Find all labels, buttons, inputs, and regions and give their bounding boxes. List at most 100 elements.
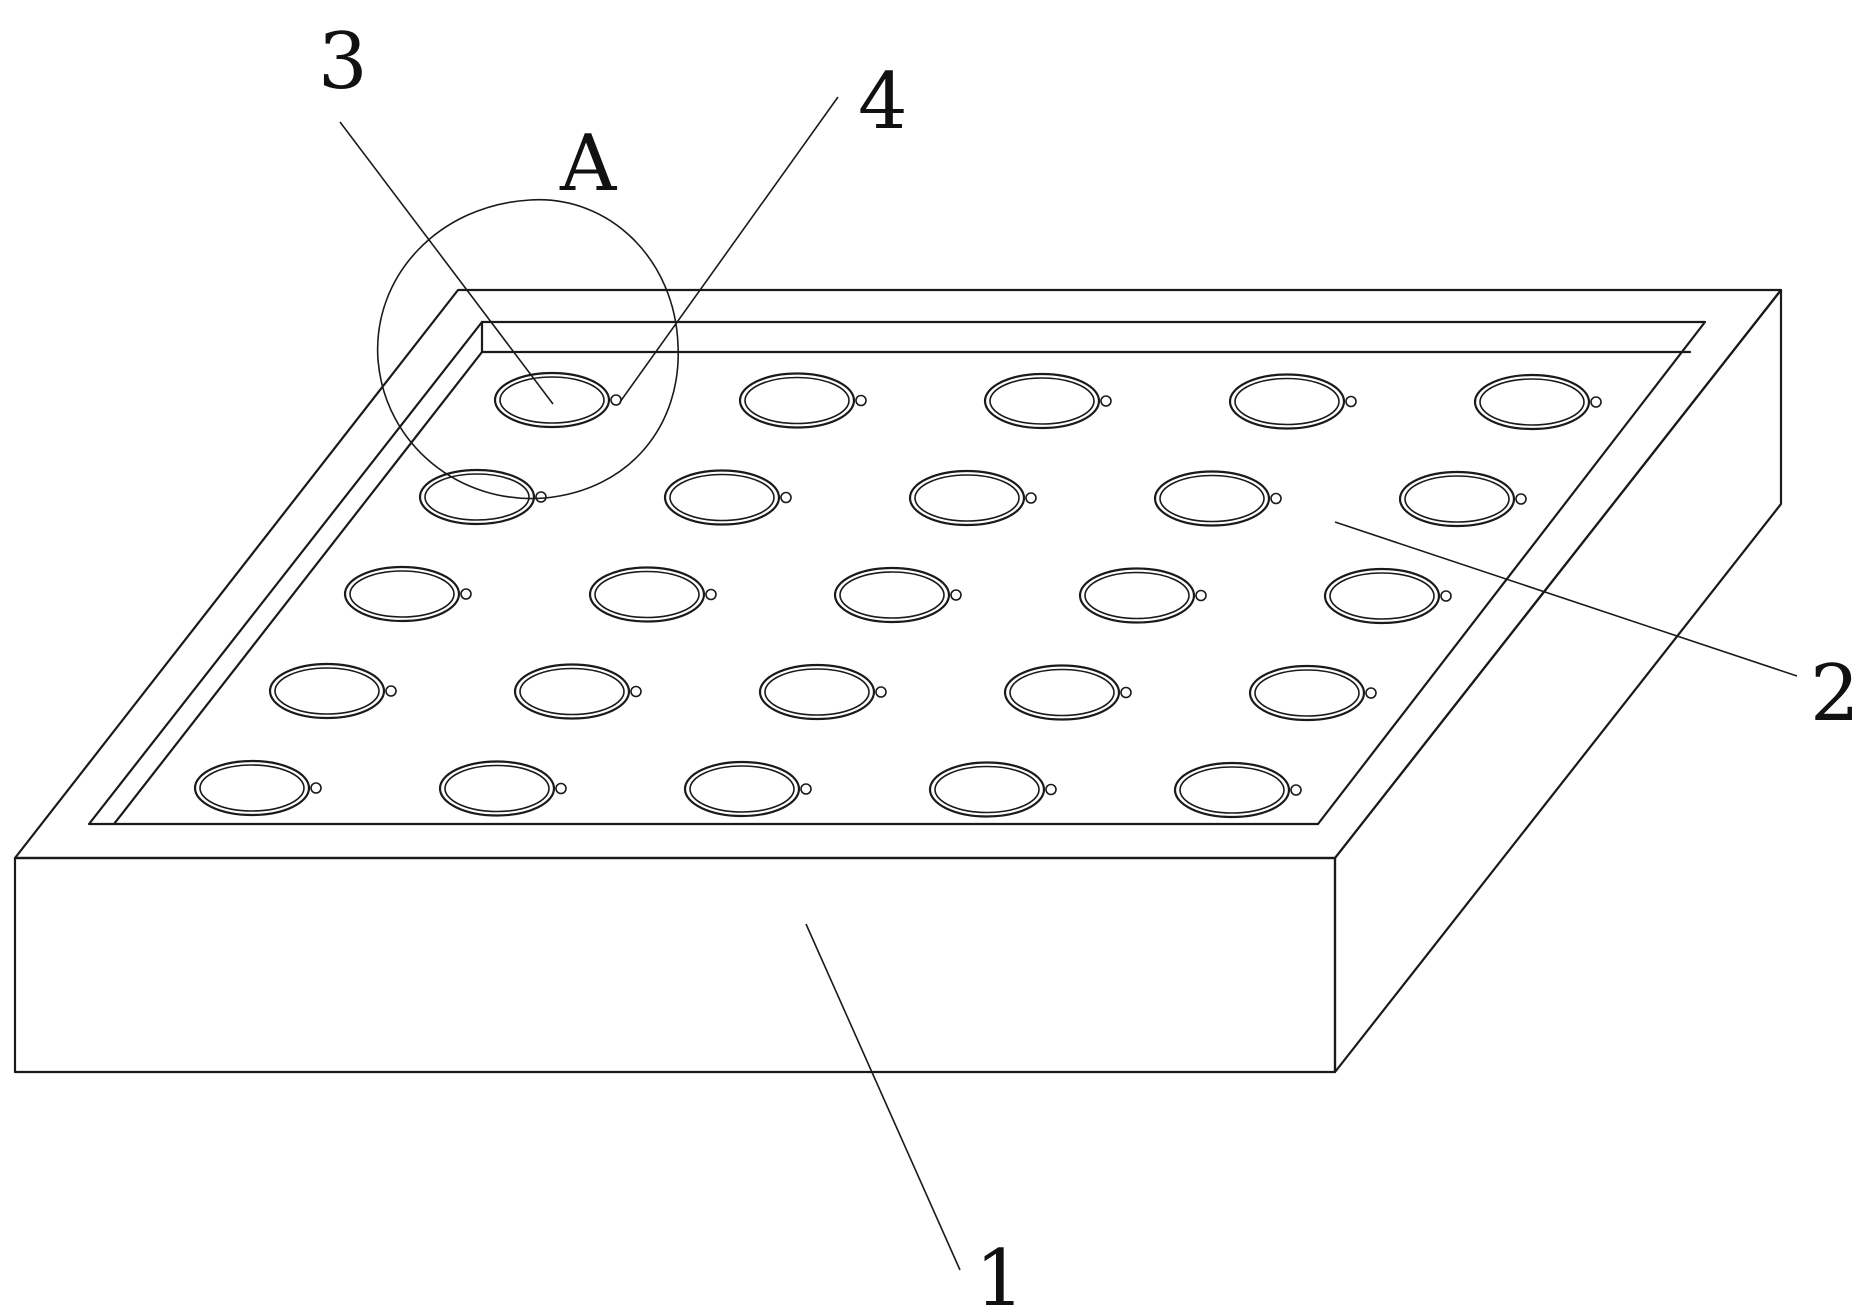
ring-inner [594,570,700,619]
ring-inner [1254,669,1360,717]
ring-hole [663,469,792,526]
leader-line-3 [339,121,554,405]
ring-inner [499,376,605,424]
ring-inner [1159,474,1265,523]
ring-hole [1228,373,1357,430]
leader-line-1 [805,923,961,1271]
ring-inner [349,570,455,618]
ring-tab [1345,395,1357,408]
ring-outer [758,663,876,721]
ring-inner [1009,668,1115,717]
recess-wall-back [480,320,1692,354]
ring-tab [875,686,887,698]
leader-lines [339,96,1798,1271]
ring-hole [983,372,1112,430]
ring-tab [855,394,867,407]
ring-hole [343,565,472,623]
detail-circle-a [376,199,679,500]
ring-outer [983,372,1101,430]
ring-outer [738,372,856,429]
ring-hole [438,760,567,817]
ring-tab [555,782,567,795]
tray-base [13,288,1783,1074]
ring-tab [950,589,962,601]
ring-inner [934,765,1040,814]
tray-rim-inner [87,320,1707,826]
ring-outer [493,371,611,429]
ring-outer [663,469,781,526]
tray-front-face [13,856,1337,1074]
ring-outer [1153,470,1271,527]
ring-inner [199,764,305,812]
tray-rim-outer [13,288,1783,860]
ring-tab [1515,493,1527,505]
leader-line-2 [1334,521,1798,677]
ring-hole [493,371,622,429]
label-2: 2 [1810,649,1860,739]
ring-outer [268,662,386,720]
label-1: 1 [975,1234,1025,1315]
ring-tab [780,491,792,504]
ring-outer [1228,373,1346,430]
ring-tab [535,491,547,503]
ring-inner [669,473,775,522]
ring-outer [1078,567,1196,624]
ring-outer [1173,761,1291,819]
ring-outer [193,759,311,817]
ring-hole [193,759,322,817]
ring-hole [1323,567,1452,625]
ring-outer [343,565,461,623]
label-3: 3 [318,17,368,107]
ring-tab [1440,590,1452,602]
ring-hole [1248,664,1377,722]
ring-outer [833,566,951,624]
ring-inner [1179,766,1285,814]
ring-outer [418,468,536,526]
ring-tab [310,782,322,794]
ring-hole [738,372,867,429]
ring-tab [1120,686,1132,699]
ring-tab [610,394,622,406]
ring-hole [418,468,547,526]
ring-tab [1195,589,1207,602]
leader-line-4 [619,96,839,403]
ring-inner [914,474,1020,522]
ring-hole [758,663,887,721]
ring-hole [513,663,642,720]
ring-hole [1153,470,1282,527]
ring-inner [424,473,530,521]
ring-hole [1473,373,1602,431]
ring-hole [588,566,717,623]
ring-outer [908,469,1026,527]
ring-inner [1329,572,1435,620]
ring-inner [689,765,795,813]
ring-tab [1025,492,1037,504]
ring-hole [1398,470,1527,528]
ring-inner [744,376,850,425]
reference-labels: 3 4 A 2 1 [318,17,1860,1315]
ring-inner [839,571,945,619]
ring-outer [1003,664,1121,721]
tray-side-face [1333,288,1783,1074]
ring-tab [800,783,812,795]
ring-outer [1398,470,1516,528]
ring-tab [1045,783,1057,796]
ring-inner [1404,475,1510,523]
ring-tab [385,685,397,697]
ring-hole [1173,761,1302,819]
ring-inner [519,667,625,716]
ring-hole [1003,664,1132,721]
label-a: A [559,119,618,209]
ring-tab [1290,784,1302,796]
ring-hole [833,566,962,624]
ring-inner [444,764,550,813]
ring-hole [1078,567,1207,624]
ring-outer [1323,567,1441,625]
ring-outer [683,760,801,818]
ring-inner [1234,377,1340,426]
ring-inner [274,667,380,715]
recess-wall-left [112,350,484,826]
ring-hole-grid [193,371,1602,819]
ring-hole [928,761,1057,818]
